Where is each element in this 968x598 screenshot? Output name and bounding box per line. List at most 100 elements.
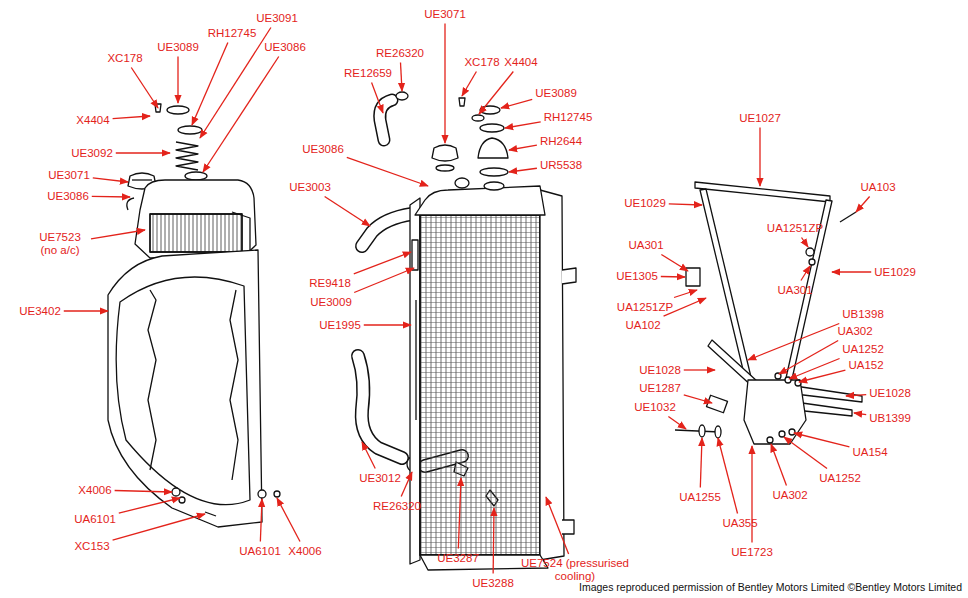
leader-arrow [200,28,271,139]
part-number: UE1032 [634,401,676,414]
leader-arrow [113,116,150,119]
part-number: UA1251ZP [767,222,823,235]
leader-arrow [347,157,428,186]
part-number: UA1252 [819,472,861,485]
left-assembly [108,104,280,527]
part-number: UE1028 [639,364,681,377]
leader-arrow [789,359,840,380]
part-number: UE3071 [48,169,90,182]
leader-arrow [362,442,375,469]
leader-arrow [401,472,412,497]
leader-arrow [93,178,128,182]
leader-arrow [509,145,537,150]
part-number: UE7523 (no a/c) [32,231,88,257]
leader-arrow [260,499,262,542]
part-number: UE3091 [256,12,298,25]
part-number: UE1028 [869,387,911,400]
leader-arrow [492,508,494,574]
part-number: UA152 [848,359,883,372]
leader-arrow [325,197,370,227]
leader-arrow [684,395,712,403]
leader-arrow [509,168,537,172]
leader-arrow [64,310,108,311]
part-number: UA1251ZP [617,301,673,314]
part-number: UE3071 [424,8,466,21]
part-number: UA1255 [679,491,721,504]
part-number: UA6101 [74,513,116,526]
part-number: XC178 [464,56,499,69]
leader-arrow [779,341,838,375]
leader-arrow [354,268,414,293]
part-number: UE3287 [437,552,479,565]
part-number: UE1723 [731,546,773,559]
leader-arrow [119,498,180,513]
part-number: UE3288 [472,577,514,590]
part-number: UE3009 [310,296,352,309]
leader-arrow [192,43,228,126]
part-number: UA301 [777,284,812,297]
leader-arrow [177,57,178,104]
leader-arrow [700,438,702,488]
leader-arrow [505,122,541,128]
leader-arrow [116,152,170,153]
image-credit: Images reproduced permission of Bentley … [579,581,962,593]
leader-arrow [479,72,513,115]
part-number: RE26320 [373,500,421,513]
leader-arrow [401,63,403,92]
part-number: RE26320 [376,47,424,60]
leader-arrow [458,478,461,549]
part-number: UE1995 [319,319,361,332]
leader-arrow [832,271,871,272]
part-number: UE3402 [19,305,61,318]
part-number: UA6101 [239,545,281,558]
leader-arrow [718,438,738,514]
leader-arrow [846,395,866,396]
part-number: UA102 [625,319,660,332]
part-number: UE1029 [874,266,916,279]
leader-arrow [759,128,760,187]
leader-arrow [661,255,688,272]
leader-arrow [802,238,809,248]
part-number: X4006 [78,484,111,497]
part-number: UE3086 [47,190,89,203]
part-number: UE3012 [359,472,401,485]
leader-arrow [131,68,158,109]
part-number: UE3092 [71,147,113,160]
part-number: RH12745 [544,111,593,124]
part-number: UE1287 [639,382,681,395]
leader-arrow [91,230,145,239]
part-number: UA302 [772,489,807,502]
part-number: XC178 [107,52,142,65]
leader-arrow [684,369,715,370]
leader-arrow [113,514,205,540]
leader-arrow [801,266,810,281]
leader-arrow [444,24,445,144]
leader-arrow [364,324,411,325]
leader-arrow [501,99,532,108]
part-number: X4404 [76,114,109,127]
leader-arrow [661,276,685,278]
leader-arrow [546,497,569,554]
part-number: UA1252 [842,343,884,356]
leader-arrow [674,290,697,298]
part-number: UA301 [628,239,663,252]
leader-arrow [462,72,476,97]
part-number: UE3086 [302,143,344,156]
leader-arrow [771,444,786,486]
part-number: X4006 [288,545,321,558]
part-number: UA355 [722,517,757,530]
leader-arrow [668,417,686,430]
part-number: X4404 [504,56,537,69]
leader-arrow [277,498,300,542]
leader-arrow [115,491,172,492]
part-number: UA302 [837,325,872,338]
leader-arrow [799,370,845,382]
leader-arrow [794,433,849,447]
part-number: UA154 [852,446,887,459]
part-number: UE1305 [616,270,658,283]
part-number: RE9418 [309,277,351,290]
leader-arrow [372,83,383,114]
part-number: UE3089 [535,87,577,100]
leader-arrow [354,252,411,274]
